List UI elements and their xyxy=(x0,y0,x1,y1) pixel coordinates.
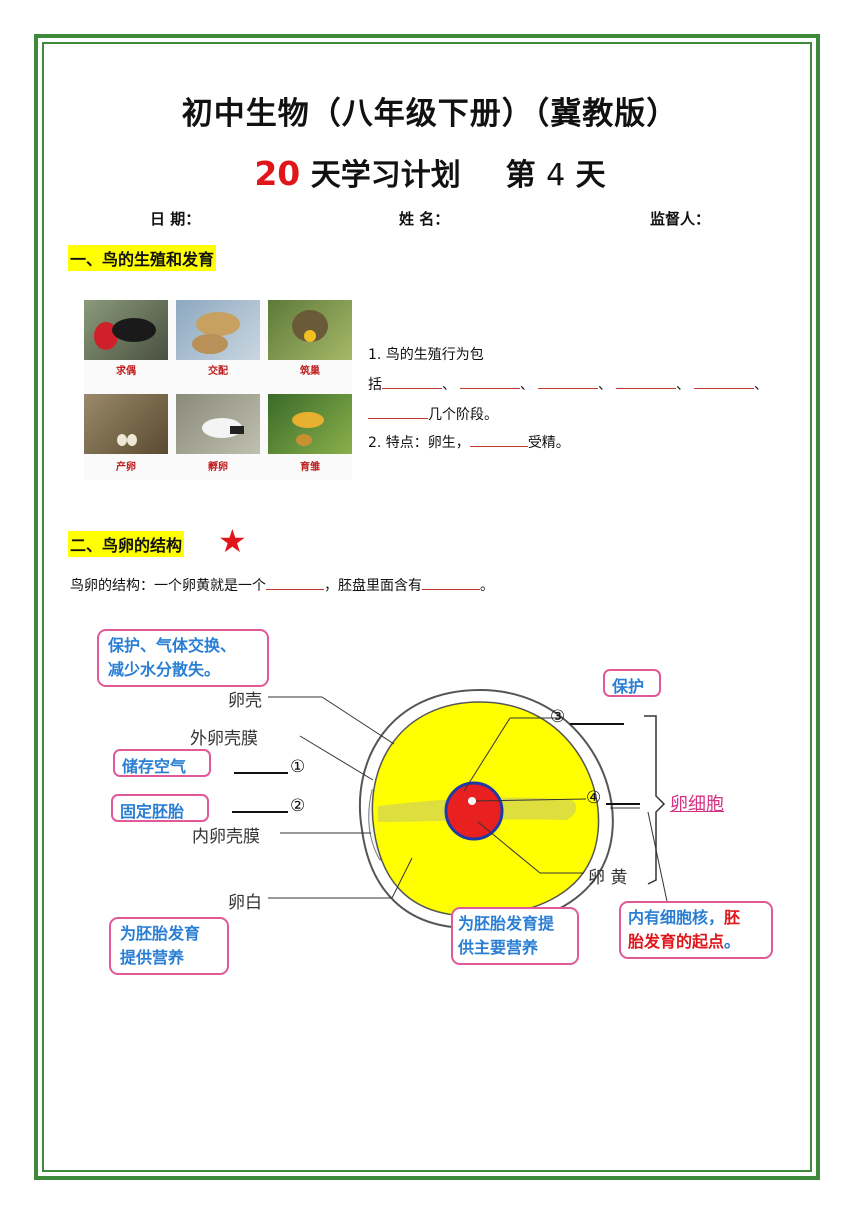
callout-air: 储存空气 xyxy=(122,757,187,776)
answer-blank-nucleus[interactable] xyxy=(422,575,480,590)
supervisor-label: 监督人： xyxy=(650,210,711,228)
label-inner-membrane: 内卵壳膜 xyxy=(192,827,260,847)
callout-protect: 保护 xyxy=(612,677,645,696)
callout-albumen-line1: 为胚胎发育 xyxy=(120,924,201,943)
section-heading-egg-structure: 二、鸟卵的结构 xyxy=(68,531,185,557)
q1-suffix: 几个阶段。 xyxy=(428,407,498,423)
label-shell: 卵壳 xyxy=(228,691,262,711)
callout-albumen-box xyxy=(109,917,229,975)
q2-prefix: 2. 特点：卵生， xyxy=(368,435,470,451)
photo-label-nesting: 筑巢 xyxy=(300,366,320,377)
answer-blank-1[interactable] xyxy=(382,374,442,389)
photo-label-courtship: 求偶 xyxy=(116,366,136,377)
yolk xyxy=(444,781,504,841)
callout-yolk: 为胚胎发育提 供主要营养 xyxy=(458,912,554,960)
day-prefix: 第 xyxy=(505,158,536,193)
callout-air-box xyxy=(113,749,211,777)
question-1-line2: 括 、 、 、 、 、 xyxy=(368,370,768,400)
plan-days-number: 20 xyxy=(254,154,301,193)
number-4: ④ xyxy=(586,788,602,808)
callout-yolk-line2: 供主要营养 xyxy=(458,938,539,957)
q1-prefix: 括 xyxy=(368,377,382,393)
q1-sep: 、 xyxy=(520,377,534,393)
germinal-disc xyxy=(468,797,476,805)
label-egg-cell: 卵细胞 xyxy=(670,794,724,815)
answer-blank-3[interactable] xyxy=(538,374,598,389)
q1-sep: 、 xyxy=(598,377,612,393)
day-suffix: 天 xyxy=(575,158,606,193)
section-heading-reproduction: 一、鸟的生殖和发育 xyxy=(68,245,217,271)
callout-yolk-line1: 为胚胎发育提 xyxy=(458,914,555,933)
question-1-line3: 几个阶段。 xyxy=(368,400,498,430)
callout-albumen-line2: 提供营养 xyxy=(120,948,185,967)
date-label: 日 期： xyxy=(150,210,201,228)
callout-disc-part2: 胚 xyxy=(724,908,741,927)
callout-disc: 内有细胞核，胚 胎发育的起点。 xyxy=(628,906,768,954)
callout-albumen: 为胚胎发育 提供营养 xyxy=(120,922,200,970)
callout-chalaza: 固定胚胎 xyxy=(120,802,185,821)
callout-chalaza-box xyxy=(111,794,209,822)
page-frame-outer xyxy=(34,34,820,1180)
callout-shell-box xyxy=(97,629,269,687)
answer-blank-5[interactable] xyxy=(694,374,754,389)
photo-label-incubating: 孵卵 xyxy=(208,462,228,473)
bird-photo-grid: 求偶 交配 筑巢 产卵 孵卵 育雏 xyxy=(84,300,352,480)
q1-sep: 、 xyxy=(676,377,690,393)
page-title: 初中生物（八年级下册）（冀教版） xyxy=(181,96,679,132)
callout-disc-part4: 。 xyxy=(724,932,741,951)
callout-yolk-box xyxy=(451,907,579,965)
label-yolk: 卵 黄 xyxy=(588,868,628,888)
q1-sep: 、 xyxy=(754,377,768,393)
plan-text: 天学习计划 xyxy=(310,158,461,193)
name-label: 姓 名： xyxy=(399,210,450,228)
photo-laying xyxy=(84,394,168,454)
question-1-line1: 1. 鸟的生殖行为包 xyxy=(368,347,484,363)
photo-nesting xyxy=(268,300,352,360)
answer-blank-6[interactable] xyxy=(368,404,428,419)
q1-sep: 、 xyxy=(442,377,456,393)
callout-disc-part1: 内有细胞核， xyxy=(628,908,725,927)
photo-mating xyxy=(176,300,260,360)
callout-disc-part3: 胎发育的起点 xyxy=(628,932,725,951)
number-3: ③ xyxy=(550,707,566,727)
page-subtitle: 20 天学习计划 第 4 天 xyxy=(0,150,860,194)
structure-mid: ，胚盘里面含有 xyxy=(324,578,422,594)
structure-end: 。 xyxy=(480,578,494,594)
star-icon: ★ xyxy=(218,522,247,560)
number-2: ② xyxy=(290,796,306,816)
label-albumen: 卵白 xyxy=(228,893,262,913)
photo-label-laying: 产卵 xyxy=(116,462,136,473)
answer-blank-4[interactable] xyxy=(616,374,676,389)
egg-structure-sentence: 鸟卵的结构：一个卵黄就是一个 ，胚盘里面含有 。 xyxy=(70,575,494,595)
label-outer-membrane: 外卵壳膜 xyxy=(190,729,258,749)
photo-courtship xyxy=(84,300,168,360)
answer-blank-2[interactable] xyxy=(460,374,520,389)
photo-brooding xyxy=(268,394,352,454)
q2-suffix: 受精。 xyxy=(527,435,570,451)
callout-protect-box xyxy=(603,669,661,697)
answer-blank-fertilization[interactable] xyxy=(469,432,528,447)
photo-label-brooding: 育雏 xyxy=(300,462,320,473)
page-frame-inner xyxy=(42,42,812,1172)
callout-shell: 保护、气体交换、 减少水分散失。 xyxy=(108,634,236,682)
callout-disc-box xyxy=(619,901,773,959)
photo-label-mating: 交配 xyxy=(208,366,228,377)
callout-shell-line1: 保护、气体交换、 xyxy=(108,636,237,655)
number-1: ① xyxy=(290,757,306,777)
photo-incubating xyxy=(176,394,260,454)
structure-prefix: 鸟卵的结构：一个卵黄就是一个 xyxy=(70,578,266,594)
question-2: 2. 特点：卵生， 受精。 xyxy=(368,428,570,458)
egg-cell-brace xyxy=(644,715,666,885)
day-number: 4 xyxy=(546,158,566,193)
answer-blank-cell[interactable] xyxy=(266,575,324,590)
callout-shell-line2: 减少水分散失。 xyxy=(108,660,221,679)
